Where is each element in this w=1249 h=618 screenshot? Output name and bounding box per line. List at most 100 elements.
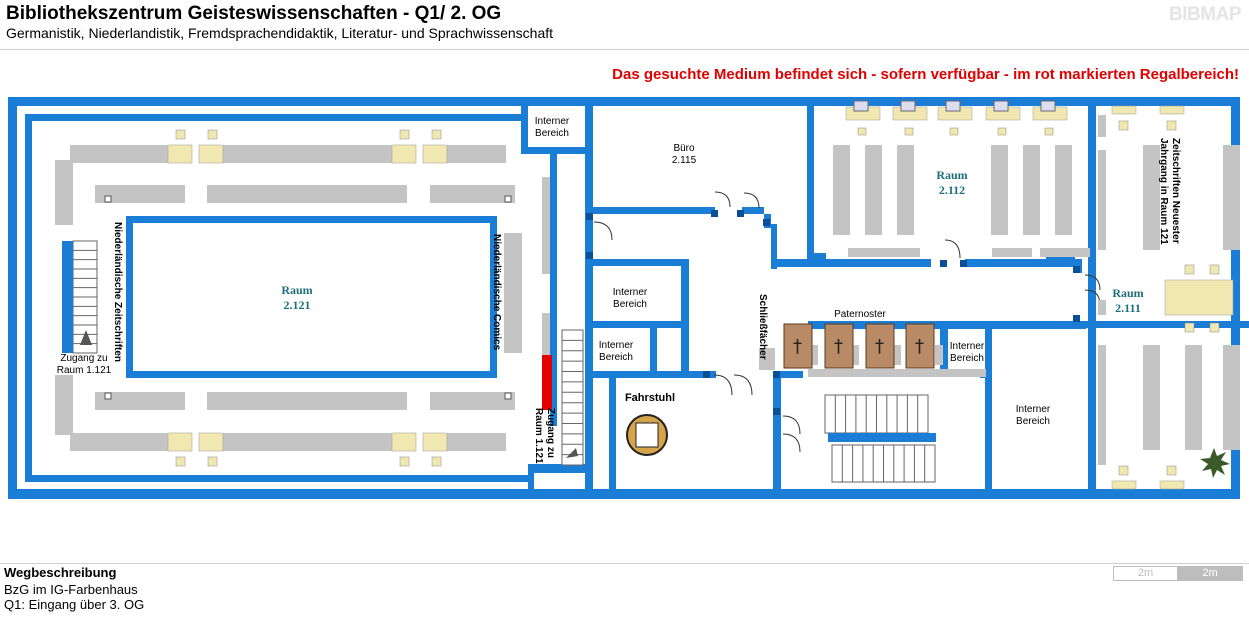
chair-6 [399,456,410,467]
reading-table-9 [1111,105,1137,115]
shelf-37 [810,345,818,365]
shelf-12 [222,433,392,451]
wall-17 [742,207,764,214]
shelf-15 [542,177,550,274]
internal-area-1-line2: Bereich [535,128,569,139]
reading-table-0 [167,144,193,164]
chair-3 [431,129,442,140]
wall-29 [681,259,689,374]
shelf-1 [222,145,392,163]
wall-15 [585,106,593,491]
computer-chair-0 [857,127,867,136]
wall-post-5 [960,260,967,267]
door-arc-6 [713,374,733,396]
shelf-7 [55,375,73,435]
wall-post-11 [773,408,780,415]
stair-arrow-left [80,330,92,345]
shelf-20 [991,145,1008,235]
shelf-3 [55,160,73,225]
internal-area-4-line1: Interner [950,341,985,352]
wall-post-10 [773,371,780,378]
computer-chair-3 [997,127,1007,136]
wall-post-8 [586,252,593,259]
paternoster-person-icon-3: † [915,336,924,357]
chair-7 [431,456,442,467]
reading-table-5 [198,432,224,452]
shelf-22 [1055,145,1072,235]
route-line-2: Q1: Eingang über 3. OG [4,597,145,612]
wall-30 [590,259,688,266]
current-periodicals-label-line1: Zeitschriften Neuester [1170,138,1181,244]
paternoster-person-icon-1: † [834,336,843,357]
marker-0 [104,195,112,203]
wall-10 [126,216,133,378]
shelf-9 [207,392,407,410]
bibmap-logo: BIBMAP [1169,4,1241,25]
wall-22 [965,259,1075,267]
wall-1 [8,489,1240,499]
door-arc-1 [714,191,731,208]
paternoster-cabin-3 [905,323,935,369]
computer-monitor-3 [993,100,1009,112]
shelf-21 [1023,145,1040,235]
computer-chair-4 [1044,127,1054,136]
shelf-38 [851,345,859,365]
floor-plan-map: †††† InternerBereichBüro2.115Raum2.112Ra… [8,97,1249,499]
shelf-8 [95,392,185,410]
internal-area-5-line1: Interner [1016,404,1051,415]
room-2111-label: Raum [1112,286,1143,300]
wall-31 [590,321,688,328]
shelf-14 [504,233,522,353]
reading-table-11 [1111,480,1137,490]
wall-3 [1231,97,1240,498]
wall-32 [650,321,657,371]
stair-access-right-line1: Zugang zu [545,408,556,458]
wall-24 [1088,106,1096,491]
shelf-39 [893,345,901,365]
shelf-27 [1098,150,1106,250]
header-divider [0,49,1249,50]
shelf-18 [865,145,882,235]
shelf-28 [1143,145,1160,250]
wall-21 [771,259,931,267]
shelf-32 [1185,345,1202,450]
location-notice: Das gesuchte Medium befindet sich - sofe… [612,66,1239,83]
chair-5 [207,456,218,467]
reading-table-6 [391,432,417,452]
wall-33 [590,371,620,378]
stairs-center-landing [828,433,936,442]
shelf-19 [897,145,914,235]
computer-monitor-1 [900,100,916,112]
tables [104,100,1234,490]
internal-area-2-line1: Interner [613,287,648,298]
marker-2 [104,392,112,400]
door-arc-8 [782,415,801,435]
page-title: Bibliothekszentrum Geisteswissenschaften… [6,3,502,24]
paternoster-cabin-2 [865,323,895,369]
stair-access-left-line1: Zugang zu [60,353,107,364]
paternoster-cabin-1 [824,323,854,369]
shelf-35 [759,348,775,370]
paternoster-person-icon-2: † [875,336,884,357]
shelf-31 [1143,345,1160,450]
reading-table-8 [1164,279,1234,316]
reading-table-2 [391,144,417,164]
shelf-41 [808,369,986,377]
paternoster-person-icon-0: † [793,336,802,357]
chair-10 [1118,465,1129,476]
chair-14 [1184,322,1195,333]
shelf-5 [207,185,407,203]
office-number: 2.115 [672,155,697,166]
chair-11 [1166,465,1177,476]
periodicals-label: Niederländische Zeitschriften [112,222,123,362]
stairs-right [561,329,584,466]
scale-bar-white: 2m [1113,566,1178,581]
computer-chair-2 [949,127,959,136]
wall-post-6 [1073,266,1080,273]
stair-access-left-line2: Raum 1.121 [57,365,112,376]
marker-3 [504,392,512,400]
shelf-0 [70,145,170,163]
wall-12 [521,106,528,151]
wall-4 [25,114,528,121]
room-2121-label: Raum [281,283,312,297]
